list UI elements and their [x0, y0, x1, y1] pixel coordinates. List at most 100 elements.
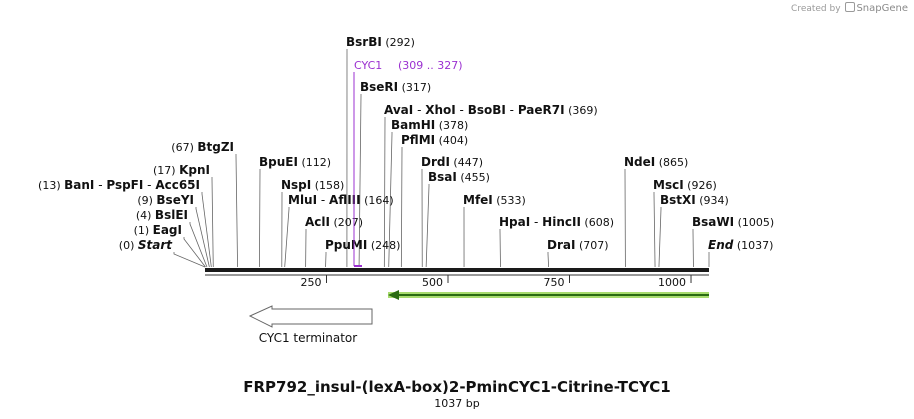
site-label-group[interactable]: (67) BtgZI: [171, 140, 234, 154]
site-label-group[interactable]: (13) BanI - PspFI - Acc65I: [38, 178, 200, 192]
site-name: AclI: [305, 215, 330, 229]
feature-cyc1-terminator[interactable]: CYC1 terminator: [248, 305, 373, 345]
site-label-group[interactable]: BsaI (455): [428, 170, 490, 184]
site-position: (865): [655, 156, 688, 169]
site-name: PpuMI: [325, 238, 367, 252]
site-label-group[interactable]: AvaI - XhoI - BsoBI - PaeR7I (369): [384, 103, 598, 117]
site-label-group[interactable]: MfeI (533): [463, 193, 526, 207]
site-label: DraI (707): [547, 238, 609, 252]
site-position: (934): [696, 194, 729, 207]
ruler-tick-label: 1000: [658, 276, 686, 289]
site-separator: -: [317, 193, 329, 207]
site-leader-line: [189, 222, 208, 268]
site-label: (67) BtgZI: [171, 140, 234, 154]
site-position: (1): [134, 224, 153, 237]
site-name: BstXI: [660, 193, 696, 207]
site-position: (4): [136, 209, 155, 222]
site-position: (608): [581, 216, 614, 229]
site-label-group[interactable]: DrdI (447): [421, 155, 483, 169]
site-label: BamHI (378): [391, 118, 468, 132]
site-leader-line: [195, 207, 210, 268]
site-position: (707): [575, 239, 608, 252]
site-label: HpaI - HincII (608): [499, 215, 614, 229]
site-position: (1037): [733, 239, 773, 252]
site-label-group[interactable]: BstXI (934): [660, 193, 729, 207]
site-label-group[interactable]: (9) BseYI: [137, 193, 194, 207]
site-label: PpuMI (248): [325, 238, 400, 252]
site-label-group[interactable]: PflMI (404): [401, 133, 468, 147]
site-name: XhoI: [425, 103, 456, 117]
site-label-group[interactable]: MscI (926): [653, 178, 717, 192]
site-label-group[interactable]: DraI (707): [547, 238, 609, 252]
site-label-group[interactable]: (1) EagI: [134, 223, 182, 237]
site-label-group[interactable]: (0) Start: [119, 238, 173, 252]
site-name: MscI: [653, 178, 684, 192]
site-label-group[interactable]: NspI (158): [281, 178, 344, 192]
site-label: (13) BanI - PspFI - Acc65I: [38, 178, 200, 192]
site-position: (0): [119, 239, 138, 252]
site-name: MluI: [288, 193, 317, 207]
site-label-group[interactable]: HpaI - HincII (608): [499, 215, 614, 229]
site-label: BstXI (934): [660, 193, 729, 207]
site-label: MfeI (533): [463, 193, 526, 207]
site-label-group[interactable]: BpuEI (112): [259, 155, 331, 169]
site-name: DrdI: [421, 155, 450, 169]
site-label: NspI (158): [281, 178, 344, 192]
site-label: (4) BslEI: [136, 208, 188, 222]
site-name: BslEI: [155, 208, 188, 222]
site-name: AvaI: [384, 103, 413, 117]
site-separator: -: [456, 103, 468, 117]
site-label: BsaWI (1005): [692, 215, 774, 229]
site-label: (17) KpnI: [153, 163, 210, 177]
site-position: (447): [450, 156, 483, 169]
site-label-group[interactable]: MluI - AflIII (164): [288, 193, 394, 207]
site-name: PflMI: [401, 133, 435, 147]
site-name: BsaI: [428, 170, 457, 184]
site-label-group[interactable]: BamHI (378): [391, 118, 468, 132]
site-leader-line: [388, 132, 393, 268]
site-separator: -: [530, 215, 542, 229]
site-label-group[interactable]: BsrBI (292): [346, 35, 415, 49]
site-position: (158): [311, 179, 344, 192]
site-label-group[interactable]: End (1037): [708, 238, 773, 252]
site-label: DrdI (447): [421, 155, 483, 169]
credit-prefix: Created by: [791, 4, 841, 14]
site-name: HincII: [542, 215, 581, 229]
primer-name: CYC1: [354, 59, 382, 72]
site-position: (248): [367, 239, 400, 252]
site-name: HpaI: [499, 215, 530, 229]
site-name: NdeI: [624, 155, 655, 169]
site-position: (13): [38, 179, 64, 192]
site-label: BseRI (317): [360, 80, 431, 94]
site-leader-line: [183, 237, 206, 268]
site-position: (112): [298, 156, 331, 169]
site-label: AclI (207): [305, 215, 363, 229]
site-label-group[interactable]: BsaWI (1005): [692, 215, 774, 229]
site-leader-line: [235, 154, 238, 268]
site-name: BsrBI: [346, 35, 382, 49]
site-name: Start: [138, 238, 173, 252]
site-leader-line: [400, 147, 403, 268]
snapgene-logo-icon: [845, 2, 856, 12]
site-separator: -: [413, 103, 425, 117]
site-position: (9): [137, 194, 156, 207]
site-leader-line: [653, 192, 656, 268]
site-label-group[interactable]: AclI (207): [305, 215, 363, 229]
site-name: BseRI: [360, 80, 398, 94]
site-separator: -: [506, 103, 518, 117]
site-position: (317): [398, 81, 431, 94]
site-leader-line: [658, 207, 662, 268]
plasmid-length: 1037 bp: [434, 397, 480, 410]
site-leader-line: [201, 192, 212, 268]
site-name: AflIII: [329, 193, 361, 207]
site-name: BtgZI: [197, 140, 234, 154]
site-label-group[interactable]: (17) KpnI: [153, 163, 210, 177]
site-label-group[interactable]: BseRI (317): [360, 80, 431, 94]
site-label-group[interactable]: NdeI (865): [624, 155, 688, 169]
primer-cyc1[interactable]: CYC1 (309 .. 327): [353, 59, 463, 267]
site-label-group[interactable]: (4) BslEI: [136, 208, 188, 222]
feature-green-cds[interactable]: [388, 290, 709, 300]
site-name: KpnI: [179, 163, 210, 177]
site-label-group[interactable]: PpuMI (248): [325, 238, 400, 252]
